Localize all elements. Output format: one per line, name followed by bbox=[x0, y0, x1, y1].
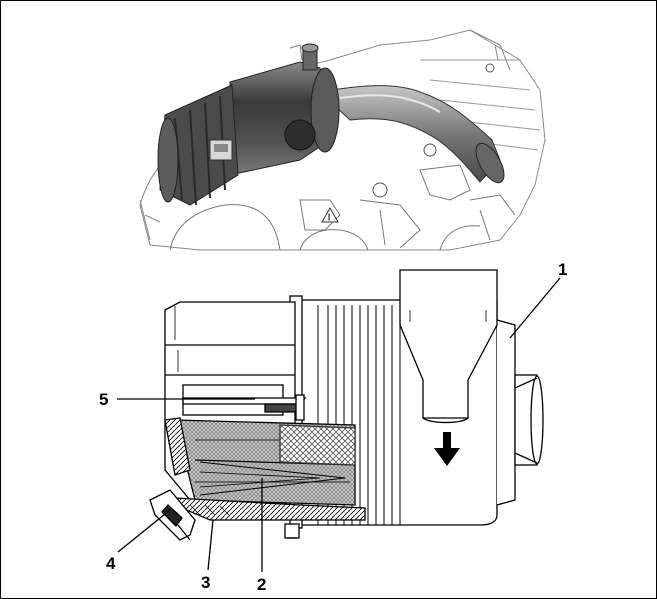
callout-1: 1 bbox=[558, 260, 567, 279]
callout-2: 2 bbox=[257, 575, 266, 594]
callout-4: 4 bbox=[106, 554, 116, 573]
engine-illustration: ! bbox=[139, 29, 546, 251]
air-filter-housing-illustration bbox=[157, 43, 505, 206]
leader-1 bbox=[509, 277, 561, 339]
down-arrow-icon bbox=[434, 432, 460, 466]
callout-5: 5 bbox=[99, 390, 108, 409]
svg-text:!: ! bbox=[328, 213, 330, 222]
filter-cutaway-illustration bbox=[149, 269, 544, 541]
leader-3 bbox=[207, 519, 214, 571]
callout-leaders bbox=[117, 277, 561, 572]
callout-3: 3 bbox=[201, 573, 210, 592]
leader-4 bbox=[117, 509, 171, 553]
